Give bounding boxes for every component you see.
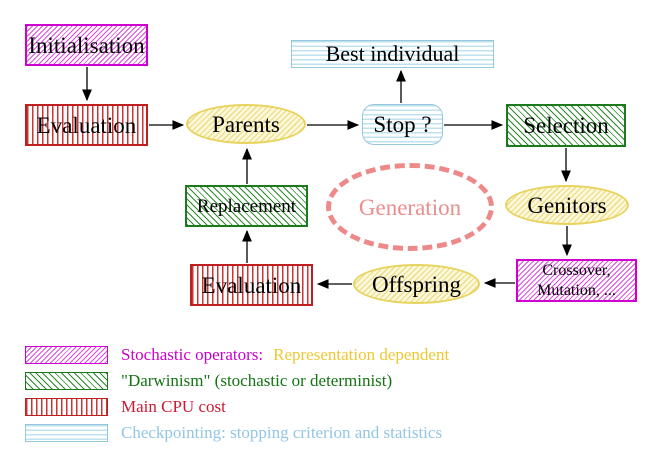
legend-label-stochastic-operators: Stochastic operators: — [121, 345, 264, 364]
legend-label-darwinism: "Darwinism" (stochastic or determinist) — [121, 371, 393, 390]
node-crossover-mutation: Crossover, Mutation, ... — [516, 259, 637, 302]
node-stop: Stop ? — [362, 104, 443, 145]
legend-label-cpu-cost: Main CPU cost — [121, 397, 226, 416]
legend-swatch-cyan-horizontal — [25, 424, 108, 442]
node-evaluation-top: Evaluation — [25, 104, 148, 146]
legend-swatch-green-hatch — [25, 372, 108, 390]
generation-loop-label: Generation — [326, 163, 494, 251]
crossover-line2: Mutation, ... — [537, 281, 616, 299]
legend-row-darwinism: "Darwinism" (stochastic or determinist) — [25, 371, 393, 390]
legend-label-checkpointing: Checkpointing: stopping criterion and st… — [121, 423, 443, 442]
node-replacement: Replacement — [185, 185, 308, 227]
crossover-line1: Crossover, — [542, 262, 611, 280]
node-best-individual: Best individual — [291, 40, 494, 68]
node-parents: Parents — [186, 104, 306, 144]
node-initialisation: Initialisation — [25, 24, 148, 66]
legend-label-representation-dependent: Representation dependent — [273, 345, 450, 364]
legend-row-stochastic-operators: Stochastic operators: Representation dep… — [25, 345, 450, 364]
node-offspring: Offspring — [353, 264, 480, 304]
legend-row-cpu-cost: Main CPU cost — [25, 397, 226, 416]
node-selection: Selection — [506, 104, 626, 147]
legend-row-checkpointing: Checkpointing: stopping criterion and st… — [25, 423, 443, 442]
legend-swatch-red-vertical — [25, 398, 108, 416]
node-evaluation-bottom: Evaluation — [190, 264, 313, 306]
legend-swatch-magenta-hatch — [25, 346, 108, 364]
node-genitors: Genitors — [505, 185, 629, 225]
